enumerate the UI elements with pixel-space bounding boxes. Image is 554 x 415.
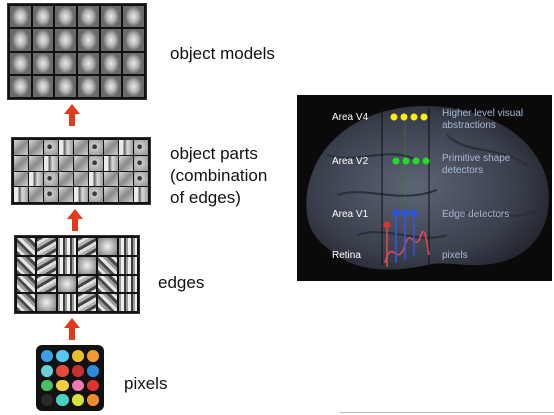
v2-description-2: detectors [442,165,484,176]
v2-dots [392,157,430,165]
pixel-dot [71,394,84,406]
v1-dots [392,209,418,217]
neuron-dot [392,209,400,217]
retina-description: pixels [442,250,468,261]
neuron-dot [410,209,418,217]
pixel-dot [86,379,99,392]
pixel-dot [86,394,99,406]
pixel-dot [71,350,84,362]
retina-label: Retina [332,250,361,261]
v2-description-1: Primitive shape [442,153,511,164]
retina-dots [383,221,391,229]
edges-label: edges [158,273,205,292]
object-models-label: object models [170,44,275,63]
pixel-dot [86,364,99,377]
up-arrow-1 [64,104,80,126]
area-v4-label: Area V4 [332,112,369,123]
pixel-dot [56,379,69,392]
pixel-dot [56,394,69,406]
pixels-label: pixels [124,374,168,393]
pixel-dot [41,379,54,392]
neuron-dot [383,221,391,229]
object-parts-label-3: of edges) [170,188,241,207]
pixel-dot [41,350,54,362]
brain-illustration [306,106,549,270]
object-parts-label-2: (combination [170,166,268,185]
neuron-dot [422,157,430,165]
pixel-dot [71,364,84,377]
area-v1-label: Area V1 [332,209,369,220]
brain-diagram: Area V4 Higher level visual abstractions… [297,95,552,281]
neuron-dot [400,113,408,121]
pixel-dot [41,394,54,406]
neuron-dot [412,157,420,165]
v1-description: Edge detectors [442,209,510,220]
neuron-dot [402,157,410,165]
up-arrow-2 [67,209,83,231]
neuron-dot [401,209,409,217]
pixel-dot [71,379,84,392]
divider-line [340,412,554,413]
v4-description-2: abstractions [442,120,496,131]
object-parts-label-1: object parts [170,144,258,163]
neuron-dot [392,157,400,165]
area-v2-label: Area V2 [332,156,369,167]
object-models-image [7,3,147,100]
neuron-dot [410,113,418,121]
edges-image [14,235,140,314]
neuron-dot [420,113,428,121]
pixel-dot [41,364,54,377]
object-parts-image [11,137,151,205]
pixel-dot [86,350,99,362]
neuron-dot [390,113,398,121]
pixel-dot [56,364,69,377]
pixel-dot [56,350,69,362]
v4-dots [390,113,428,121]
pixels-image [36,345,104,411]
up-arrow-3 [64,318,80,340]
v4-description-1: Higher level visual [442,108,524,119]
